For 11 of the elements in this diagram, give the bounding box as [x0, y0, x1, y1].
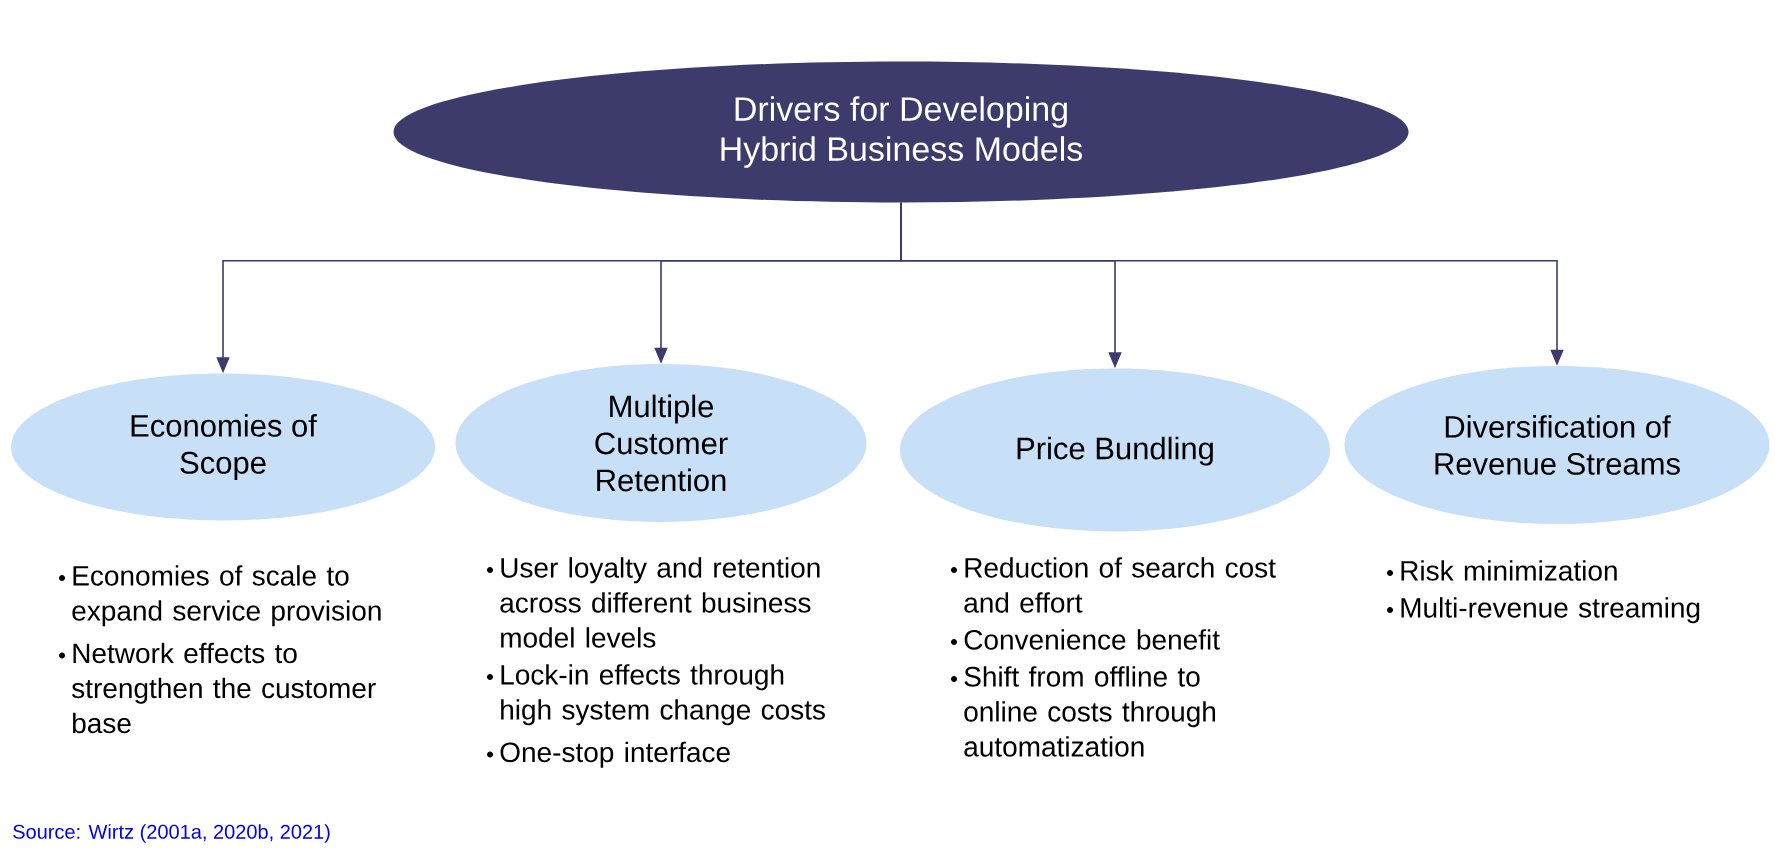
- source-note: Source: Wirtz (2001a, 2020b, 2021): [13, 824, 330, 843]
- bullet-item: Economies of scale to expand service provision: [59, 565, 381, 627]
- bullet-item: One-stop interface: [487, 741, 730, 768]
- bullet-item: Network effects to strengthen the customer base: [59, 642, 376, 734]
- bullet-item: Multi-revenue streaming: [1387, 597, 1700, 624]
- bullet-item: Reduction of search cost and effort: [951, 557, 1276, 613]
- bullet-item: Risk minimization: [1387, 560, 1617, 581]
- bullet-item: Convenience benefit: [951, 629, 1220, 650]
- bullet-item: User loyalty and retention across different business model levels: [487, 557, 820, 648]
- bullet-item: Shift from offline to online costs through automatization: [951, 666, 1216, 757]
- bullet-item: Lock-in effects through high system change costs: [487, 664, 825, 726]
